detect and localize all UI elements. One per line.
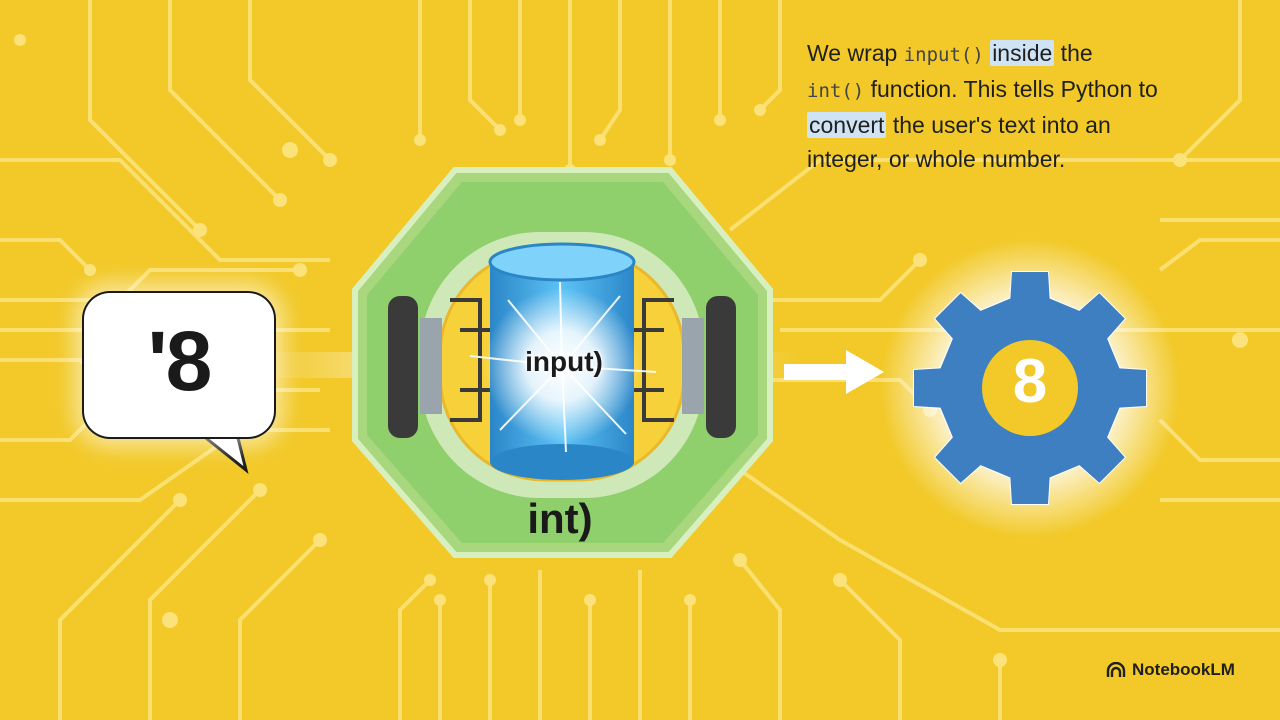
highlight-inside: inside — [990, 40, 1055, 66]
notebooklm-logo-icon — [1106, 662, 1126, 677]
circuit-pads — [14, 34, 1248, 667]
explanation-caption: We wrap input() inside the int() function… — [807, 36, 1167, 176]
input-function-label: input) — [525, 346, 603, 377]
left-clamp — [388, 296, 442, 438]
user-text-bubble: '8 — [84, 293, 274, 437]
caption-text-4: function. This tells Python to — [864, 76, 1158, 102]
caption-text-3: the — [1054, 40, 1093, 66]
brand-watermark: NotebookLM — [1106, 660, 1235, 680]
arrow-right-icon — [784, 350, 884, 394]
bubble-text: '8 — [147, 314, 213, 408]
brand-name: NotebookLM — [1132, 660, 1235, 679]
caption-text-1: We wrap — [807, 40, 904, 66]
right-clamp — [682, 296, 736, 438]
code-input: input() — [903, 44, 984, 66]
int-converter — [352, 167, 773, 558]
code-int: int() — [807, 80, 865, 102]
int-function-label: int) — [527, 495, 593, 542]
highlight-convert: convert — [807, 112, 887, 138]
gear-number: 8 — [1012, 347, 1048, 416]
caption-text-5: the user's text into an integer, or whol… — [807, 112, 1111, 172]
